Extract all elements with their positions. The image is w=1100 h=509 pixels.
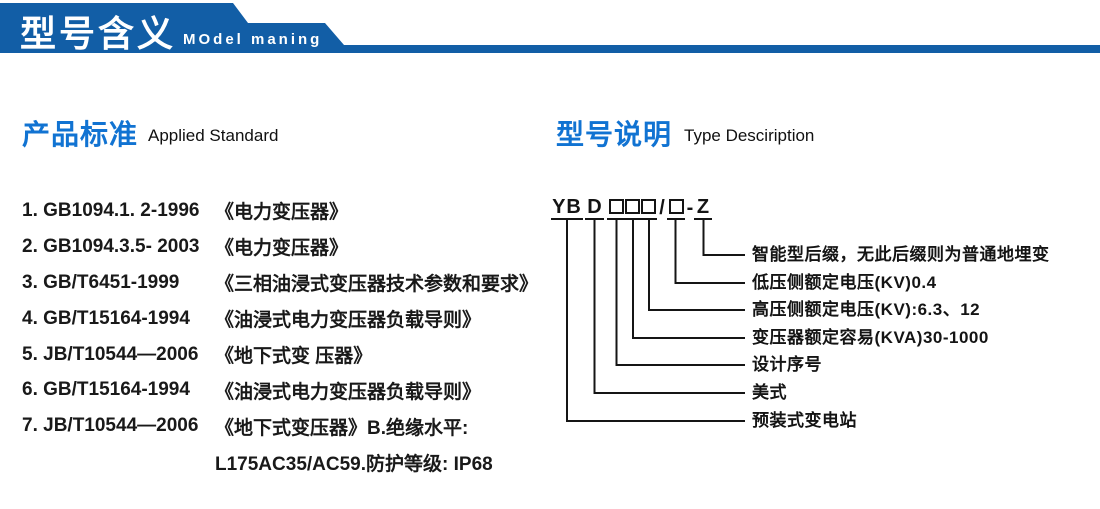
standard-title: L175AC35/AC59.防护等级: IP68: [215, 453, 493, 475]
standard-title: 《油浸式电力变压器负载导则》: [215, 381, 482, 403]
connector-line-yb: [566, 220, 745, 422]
standard-code: 5. JB/T10544—2006: [22, 343, 199, 365]
code-label-suffix: 智能型后缀，无此后缀则为普通地埋变: [752, 245, 1050, 264]
standards-list-item: 2. GB1094.3.5- 2003 《电力变压器》: [22, 229, 567, 265]
connector-line-box3: [648, 220, 745, 311]
model-code-box-4: [667, 197, 685, 220]
standards-list-item: 5. JB/T10544—2006 《地下式变 压器》: [22, 337, 567, 373]
type-heading-cn: 型号说明: [556, 119, 673, 150]
banner-polygon: [0, 3, 1100, 53]
model-code-z: Z: [694, 196, 712, 220]
standard-code: 1. GB1094.1. 2-1996: [22, 199, 200, 221]
standards-list-item: 7. JB/T10544—2006 《地下式变压器》B.绝缘水平:: [22, 408, 567, 444]
standards-list-item-continuation: L175AC35/AC59.防护等级: IP68: [22, 444, 567, 480]
standard-code: 2. GB1094.3.5- 2003: [22, 235, 200, 257]
standard-code: 7. JB/T10544—2006: [22, 415, 199, 437]
model-tree-lines: [566, 220, 745, 422]
standard-title: 《三相油浸式变压器技术参数和要求》: [215, 274, 539, 296]
connector-line-d: [593, 220, 745, 394]
connector-line-box4: [674, 220, 745, 284]
standard-code: 4. GB/T15164-1994: [22, 307, 190, 329]
standard-title: 《地下式变 压器》: [215, 346, 373, 367]
model-code-box-3: [640, 197, 657, 220]
code-label-hv-voltage: 高压侧额定电压(KV):6.3、12: [752, 300, 981, 319]
placeholder-box-icon: [625, 198, 640, 214]
model-code-slash: /: [659, 197, 665, 219]
model-code-box-2: [624, 197, 641, 220]
placeholder-box-icon: [608, 198, 624, 214]
standard-code: 3. GB/T6451-1999: [22, 271, 180, 293]
standard-title: 《电力变压器》: [215, 238, 349, 260]
code-label-capacity: 变压器额定容易(KVA)30-1000: [752, 328, 989, 347]
standards-list: 1. GB1094.1. 2-1996 《电力变压器》 2. GB1094.3.…: [22, 193, 567, 480]
code-label-design-number: 设计序号: [752, 355, 822, 374]
type-heading-en: Type Desciription: [684, 126, 815, 145]
standards-heading-en: Applied Standard: [148, 126, 279, 145]
standards-list-item: 4. GB/T15164-1994 《油浸式电力变压器负载导则》: [22, 301, 567, 337]
model-code-dash: -: [686, 197, 694, 219]
connector-line-z: [702, 220, 745, 256]
page-title: 型号含义: [20, 13, 177, 54]
standards-list-item: 3. GB/T6451-1999 《三相油浸式变压器技术参数和要求》: [22, 265, 567, 301]
standard-code: 6. GB/T15164-1994: [22, 379, 190, 401]
standards-list-item: 1. GB1094.1. 2-1996 《电力变压器》: [22, 193, 567, 229]
model-code-yb: YB: [551, 196, 583, 220]
standard-title: 《地下式变压器》B.绝缘水平:: [215, 417, 469, 439]
placeholder-box-icon: [641, 198, 656, 214]
banner-shape: [0, 3, 1100, 53]
code-label-prefab-substation: 预装式变电站: [752, 411, 857, 430]
connector-line-box1: [615, 220, 745, 366]
code-label-american-style: 美式: [752, 383, 787, 402]
model-code-box-1: [607, 197, 625, 220]
standard-title: 《油浸式电力变压器负载导则》: [215, 310, 482, 332]
code-label-lv-voltage: 低压侧额定电压(KV)0.4: [752, 273, 937, 292]
standards-list-item: 6. GB/T15164-1994 《油浸式电力变压器负载导则》: [22, 372, 567, 408]
connector-line-box2: [632, 220, 745, 339]
standard-title: 《电力变压器》: [215, 202, 349, 224]
standards-heading-cn: 产品标准: [22, 119, 139, 150]
model-code-d: D: [585, 196, 604, 220]
placeholder-box-icon: [668, 198, 684, 214]
page-subtitle: MOdel maning: [183, 31, 323, 48]
